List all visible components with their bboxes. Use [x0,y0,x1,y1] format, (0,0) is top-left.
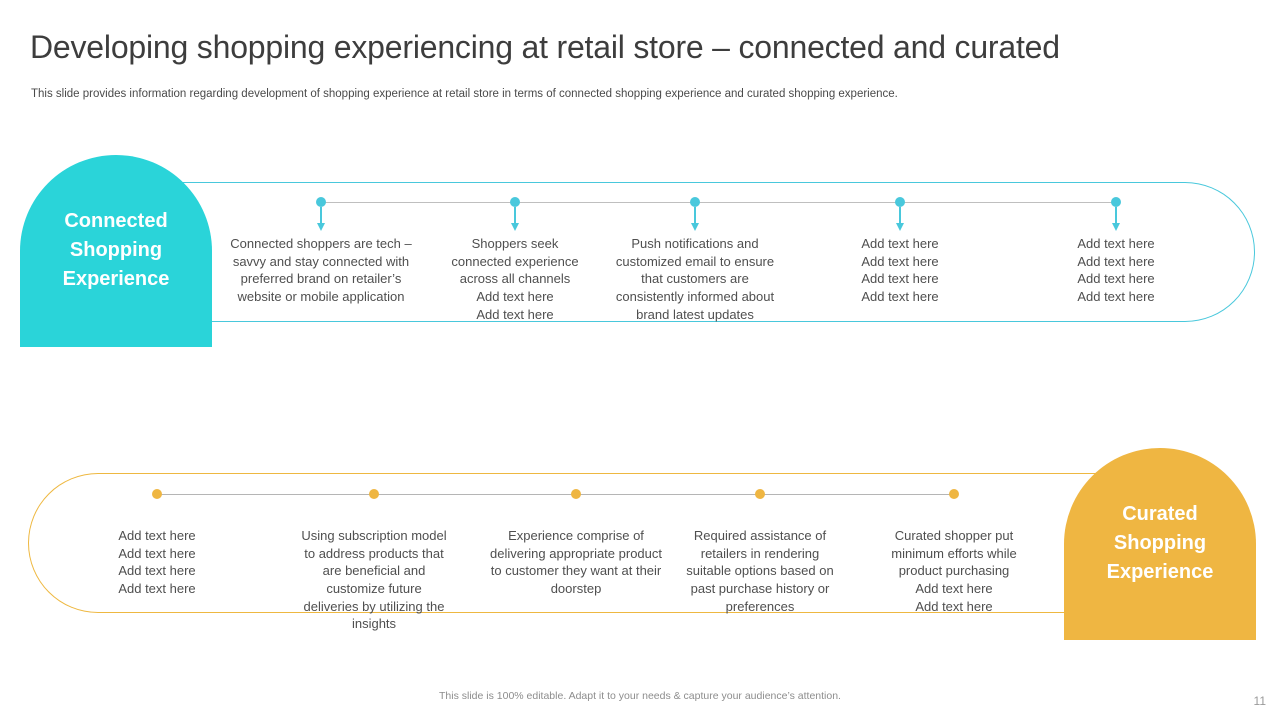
page-number: 11 [1253,694,1266,708]
connected-label-shape: Connected Shopping Experience [20,155,212,347]
connected-item-text-5: Add text here Add text here Add text her… [1077,236,1155,305]
connected-connector-stem-5 [1115,207,1117,225]
page-subtitle: This slide provides information regardin… [31,88,898,100]
curated-item-text-4: Required assistance of retailers in rend… [686,528,834,614]
connected-label-line-1: Connected [64,210,168,232]
arrow-down-icon [1111,223,1120,231]
curated-band: Curated Shopping Experience [28,448,1264,640]
connected-connector-stem-2 [514,207,516,225]
connected-item-text-3: Push notifications and customized email … [615,236,775,322]
curated-label: Curated Shopping Experience [1064,500,1256,587]
arrow-down-icon [690,223,699,231]
connected-band: Connected Shopping Experience [20,155,1255,347]
page-title: Developing shopping experiencing at reta… [30,29,1060,65]
footer-note: This slide is 100% editable. Adapt it to… [439,690,841,702]
curated-marker-dot-3 [571,489,581,499]
curated-item-text-2: Using subscription model to address prod… [301,528,447,632]
arrow-down-icon [510,223,519,231]
curated-marker-dot-2 [369,489,379,499]
curated-axis-line [157,494,957,496]
curated-marker-dot-1 [152,489,162,499]
connected-label-line-2: Shopping [69,239,163,261]
connected-label-line-3: Experience [62,268,170,290]
curated-marker-dot-5 [949,489,959,499]
connected-marker-dot-1 [316,197,326,207]
connected-marker-dot-3 [690,197,700,207]
curated-label-shape: Curated Shopping Experience [1064,448,1256,640]
connected-marker-dot-4 [895,197,905,207]
connected-label: Connected Shopping Experience [20,207,212,294]
arrow-down-icon [316,223,325,231]
curated-label-line-3: Experience [1106,561,1214,583]
curated-label-line-2: Shopping [1113,532,1207,554]
curated-marker-dot-4 [755,489,765,499]
curated-label-line-1: Curated [1122,503,1198,525]
connected-axis-line [320,202,1120,204]
curated-item-text-5: Curated shopper put minimum efforts whil… [891,528,1017,614]
connected-connector-stem-1 [320,207,322,225]
connected-connector-stem-3 [694,207,696,225]
connected-item-text-4: Add text here Add text here Add text her… [861,236,939,305]
connected-marker-dot-5 [1111,197,1121,207]
curated-band-outline [28,473,1168,613]
curated-item-text-3: Experience comprise of delivering approp… [490,528,662,597]
arrow-down-icon [895,223,904,231]
curated-item-text-1: Add text here Add text here Add text her… [118,528,196,597]
connected-connector-stem-4 [899,207,901,225]
connected-marker-dot-2 [510,197,520,207]
connected-item-text-2: Shoppers seek connected experience acros… [451,236,579,322]
connected-band-outline [120,182,1255,322]
connected-item-text-1: Connected shoppers are tech – savvy and … [230,236,412,305]
